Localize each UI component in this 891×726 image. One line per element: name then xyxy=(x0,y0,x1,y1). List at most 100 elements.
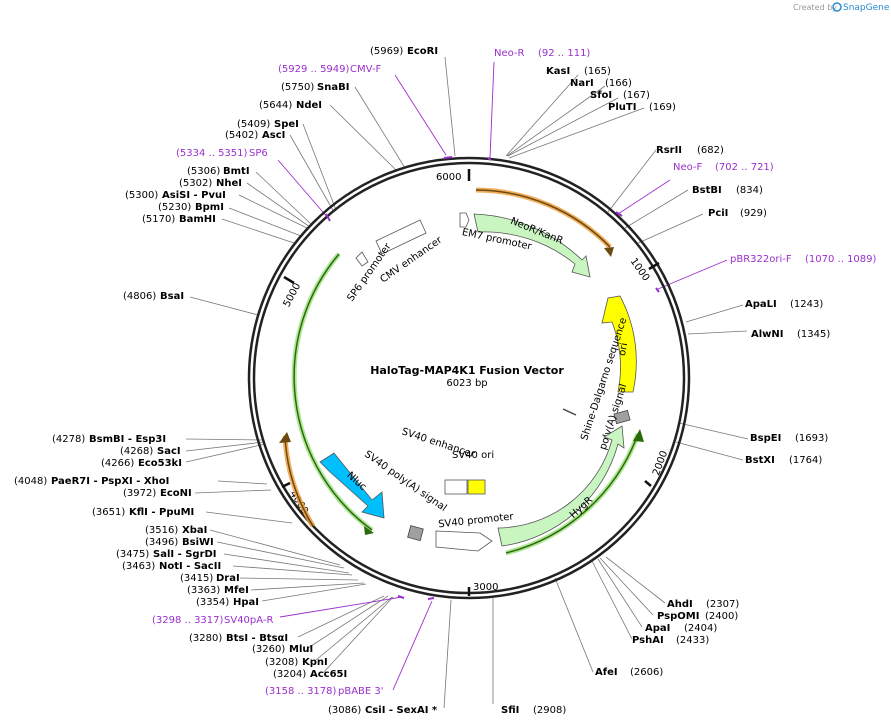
site-name: EcoNI xyxy=(160,488,192,499)
polya-left-feature xyxy=(407,525,424,542)
site-name: CsiI - SexAI * xyxy=(365,705,438,716)
site-name: AsiSI - PvuI xyxy=(162,190,226,201)
site-name: Eco53kI xyxy=(138,458,182,469)
primer-range: (3298 .. 3317) xyxy=(152,615,224,626)
site-name: NotI - SacII xyxy=(159,561,221,572)
orange-arc-neo-head xyxy=(604,247,614,257)
primer-range: (3158 .. 3178) xyxy=(265,686,337,697)
site-pos: (3516) xyxy=(145,525,178,536)
site-pos: (1345) xyxy=(797,329,830,340)
credit-prefix: Created by xyxy=(793,3,837,12)
site-name: SalI - SgrDI xyxy=(153,549,217,560)
nluc-feature xyxy=(319,452,385,519)
map-title: HaloTag-MAP4K1 Fusion Vector xyxy=(370,364,564,377)
site-pos: (2404) xyxy=(684,623,717,634)
site-pos: (1693) xyxy=(795,433,828,444)
site-pos: (5969) xyxy=(370,46,403,57)
site-pos: (3204) xyxy=(273,669,306,680)
site-name: SfiI xyxy=(501,705,519,716)
site-pos: (4278) xyxy=(52,434,85,445)
site-name: KasI xyxy=(546,66,570,77)
hygr-feature xyxy=(497,425,625,547)
orange-arc-left-core xyxy=(284,435,314,527)
site-name: BsiWI xyxy=(182,537,214,548)
site-name: SfoI xyxy=(590,90,612,101)
site-pos: (3463) xyxy=(122,561,155,572)
site-pos: (5170) xyxy=(142,214,175,225)
tick-5000: 5000 xyxy=(282,281,304,309)
site-pos: (5409) xyxy=(237,119,270,130)
site-pos: (1243) xyxy=(790,299,823,310)
major-ticks xyxy=(281,169,660,596)
site-pos: (3086) xyxy=(328,705,361,716)
primer-range: (702 .. 721) xyxy=(715,162,774,173)
site-name: BspEI xyxy=(750,433,781,444)
site-name: NarI xyxy=(570,78,594,89)
primer-name: CMV-F xyxy=(350,64,381,75)
site-pos: (3496) xyxy=(145,537,178,548)
map-length: 6023 bp xyxy=(446,378,487,389)
site-name: XbaI xyxy=(182,525,207,536)
site-pos: (5750) xyxy=(281,82,314,93)
site-name: PshAI xyxy=(632,635,664,646)
site-name: PluTI xyxy=(608,102,636,113)
site-name: KflI - PpuMI xyxy=(129,507,194,518)
site-name: EcoRI xyxy=(407,46,438,57)
sp6-feature xyxy=(355,251,369,267)
site-name: AhdI xyxy=(667,599,693,610)
primer-range: (5929 .. 5949) xyxy=(278,64,350,75)
site-pos: (2400) xyxy=(705,611,738,622)
primer-name: pBABE 3' xyxy=(338,686,384,697)
primer-name: SP6 xyxy=(249,148,268,159)
site-pos: (5306) xyxy=(187,166,220,177)
site-name: NdeI xyxy=(296,100,322,111)
site-pos: (4268) xyxy=(120,446,153,457)
green-arc-right-core xyxy=(505,433,639,554)
primer-range: (1070 .. 1089) xyxy=(805,254,877,265)
site-name: BmtI xyxy=(223,166,250,177)
site-name: BsmBI - Esp3I xyxy=(89,434,166,445)
site-name: SacI xyxy=(157,446,181,457)
sv40-promoter-feature xyxy=(435,530,493,552)
shine-feature xyxy=(562,408,577,416)
green-arc-right-head xyxy=(633,429,644,442)
site-pos: (5402) xyxy=(225,130,258,141)
site-pos: (2307) xyxy=(706,599,739,610)
site-name: BstXI xyxy=(745,455,775,466)
site-name: PciI xyxy=(708,208,728,219)
ori-label: ori xyxy=(617,342,630,357)
snapgene-logo-icon xyxy=(832,2,842,12)
restriction-sites: (5969) EcoRI KasI (165) NarI (166) SfoI … xyxy=(14,46,830,716)
site-name: BsaI xyxy=(160,291,184,302)
em7-feature xyxy=(459,212,470,228)
site-pos: (3363) xyxy=(187,585,220,596)
site-pos: (3651) xyxy=(92,507,125,518)
site-pos: (166) xyxy=(605,78,632,89)
site-pos: (929) xyxy=(740,208,767,219)
site-pos: (2606) xyxy=(630,667,663,678)
primer-marks xyxy=(325,156,660,600)
orange-arc-neo-core xyxy=(475,189,611,248)
site-pos: (682) xyxy=(697,145,724,156)
site-pos: (3475) xyxy=(116,549,149,560)
neo-feature xyxy=(473,213,591,278)
site-name: PaeR7I - PspXI - XhoI xyxy=(51,476,169,487)
site-pos: (3260) xyxy=(252,644,285,655)
green-arc-left-core xyxy=(293,253,373,531)
site-name: SnaBI xyxy=(317,82,349,93)
sv40-ori-label: SV40 ori xyxy=(452,450,494,461)
site-name: NheI xyxy=(216,178,242,189)
site-pos: (3972) xyxy=(123,488,156,499)
ori-feature xyxy=(601,295,637,393)
polya-right-feature xyxy=(613,409,631,425)
primer-range: (5334 .. 5351) xyxy=(176,148,248,159)
site-pos: (165) xyxy=(584,66,611,77)
site-name: AfeI xyxy=(595,667,618,678)
site-pos: (169) xyxy=(649,102,676,113)
site-name: MluI xyxy=(289,644,313,655)
site-pos: (5644) xyxy=(259,100,292,111)
site-pos: (2908) xyxy=(533,705,566,716)
site-pos: (4266) xyxy=(101,458,134,469)
sv40-ori-feature xyxy=(467,479,486,495)
